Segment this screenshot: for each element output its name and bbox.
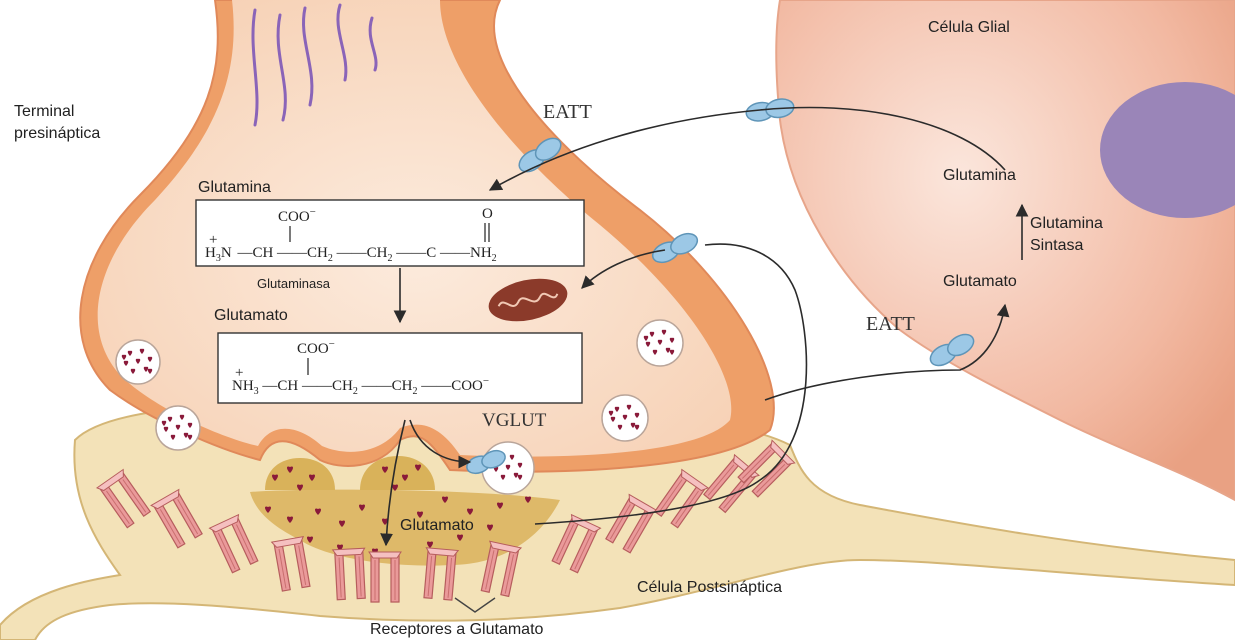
glutamate-formula: COO− + NH3 —CH ——CH2 ——CH2 ——COO− bbox=[218, 333, 582, 403]
label-glutamate-receptors: Receptores a Glutamato bbox=[370, 621, 544, 638]
svg-text:O: O bbox=[482, 206, 493, 222]
glial-cell bbox=[776, 0, 1235, 500]
label-glutamate-presynaptic: Glutamato bbox=[214, 307, 288, 324]
label-glutamine-presynaptic: Glutamina bbox=[198, 179, 271, 196]
label-postsynaptic-cell: Célula Postsináptica bbox=[637, 579, 782, 596]
label-vglut: VGLUT bbox=[482, 410, 547, 431]
label-eatt-glial: EATT bbox=[866, 313, 915, 335]
label-glutamine-glial: Glutamina bbox=[943, 167, 1016, 184]
label-glial-cell: Célula Glial bbox=[928, 19, 1010, 36]
label-presynaptic-terminal-1: Terminal bbox=[14, 103, 74, 120]
label-glutamine-synthetase-2: Sintasa bbox=[1030, 237, 1083, 254]
synaptic-vesicle bbox=[116, 340, 160, 384]
label-glutamate-glial: Glutamato bbox=[943, 273, 1017, 290]
label-glutaminase: Glutaminasa bbox=[257, 276, 331, 291]
label-eatt-presynaptic: EATT bbox=[543, 101, 592, 123]
synaptic-vesicle bbox=[637, 320, 683, 366]
synaptic-vesicle bbox=[602, 395, 648, 441]
glutamine-formula: COO− O + H3N —CH ——CH2 ——CH2 ——C ——NH2 bbox=[196, 200, 584, 266]
label-glutamine-synthetase-1: Glutamina bbox=[1030, 215, 1103, 232]
label-presynaptic-terminal-2: presináptica bbox=[14, 125, 100, 142]
synaptic-vesicle bbox=[156, 406, 200, 450]
label-glutamate-cleft: Glutamato bbox=[400, 517, 474, 534]
glial-cell-body bbox=[776, 0, 1235, 500]
